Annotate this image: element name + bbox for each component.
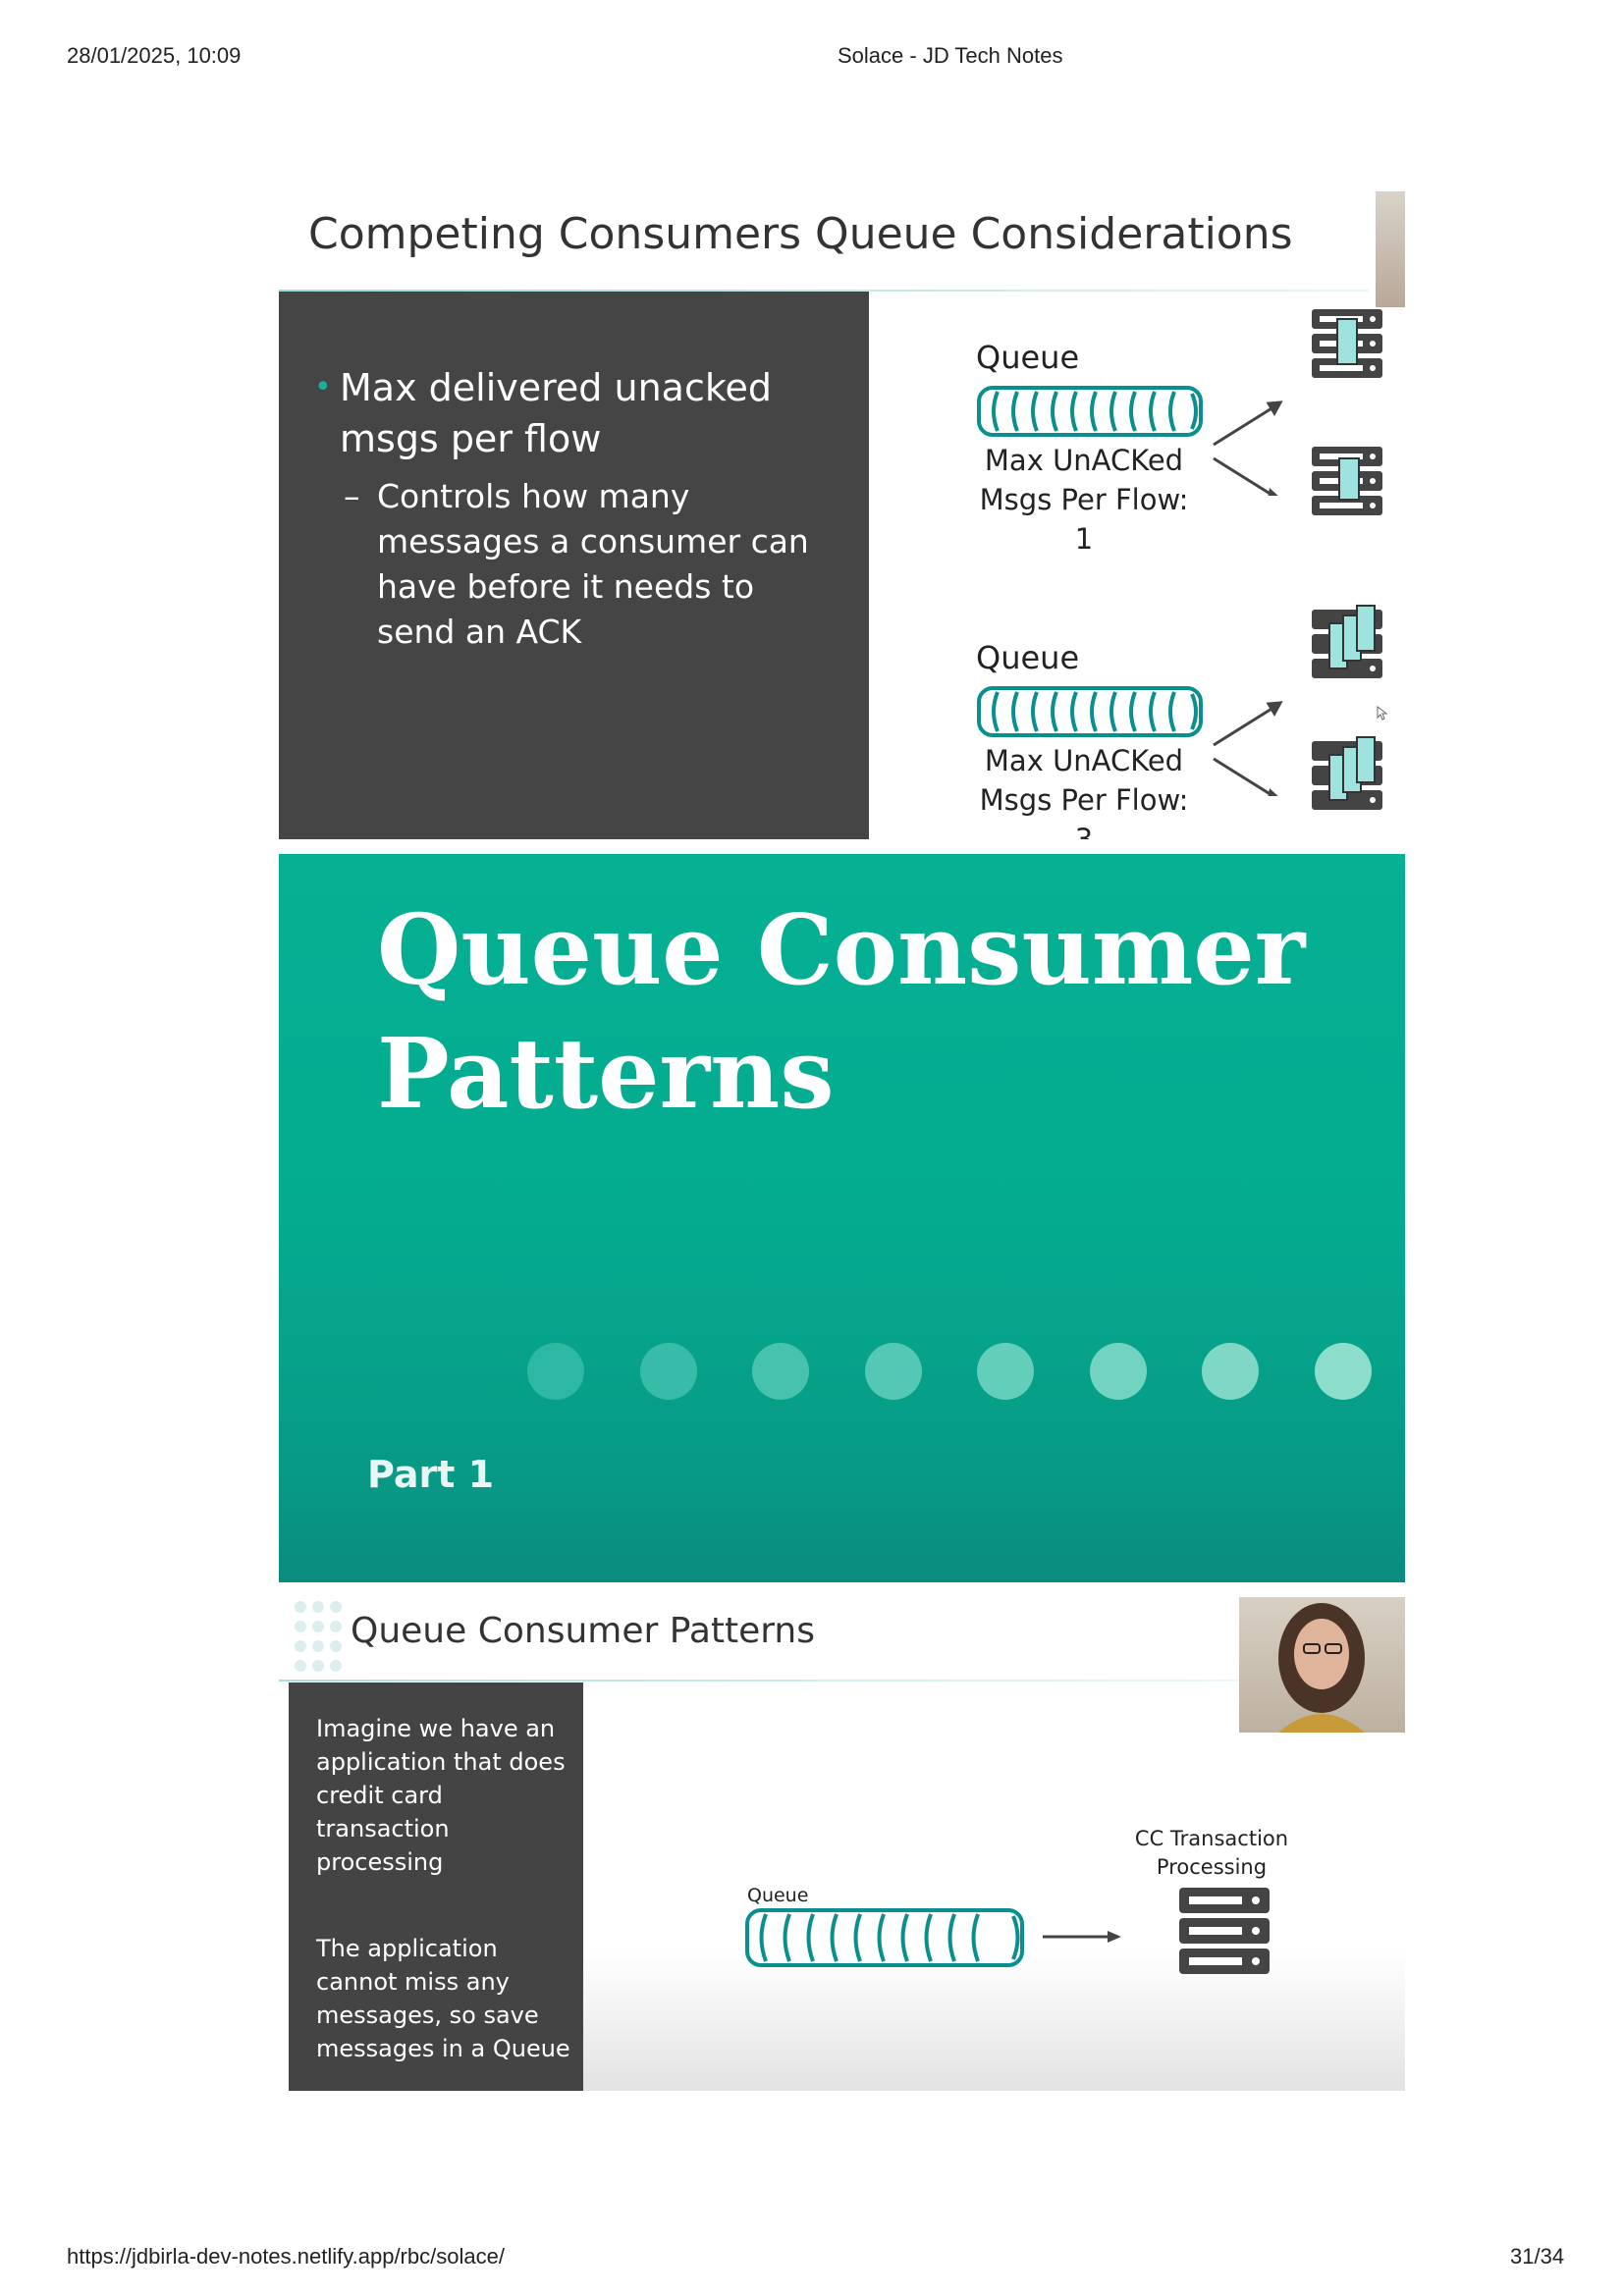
queue-label-bottom: Queue (976, 639, 1080, 676)
queue-diagram-bottom (977, 686, 1203, 737)
decor-circle-3 (752, 1343, 809, 1400)
slide-title: Competing Consumers Queue Considerations (308, 209, 1293, 259)
print-page-title: Solace - JD Tech Notes (838, 43, 1063, 68)
slide-competing-consumers: Competing Consumers Queue Considerations… (279, 191, 1405, 839)
caption-bottom-line1: Max UnACKed (984, 744, 1184, 777)
text-panel: Imagine we have an application that does… (289, 1682, 583, 2091)
dash-icon: – (344, 477, 360, 515)
bullet-main: • Max delivered unacked msgs per flow (314, 362, 850, 464)
decor-circle-1 (527, 1343, 584, 1400)
section-title-line2: Patterns (377, 1018, 835, 1131)
decor-circle-4 (865, 1343, 922, 1400)
arrow-icon (1043, 1931, 1121, 1943)
print-page-number: 31/34 (1510, 2244, 1565, 2269)
queue-diagram-top (977, 386, 1203, 437)
queue-label: Queue (747, 1885, 809, 1906)
caption-bottom-line2: Msgs Per Flow: (979, 783, 1189, 817)
bullet-sub: – Controls how many messages a consumer … (344, 474, 839, 655)
text-panel: • Max delivered unacked msgs per flow – … (279, 292, 869, 839)
caption-top-value: 1 (1074, 522, 1094, 556)
print-url[interactable]: https://jdbirla-dev-notes.netlify.app/rb… (67, 2244, 505, 2269)
caption-bottom: Max UnACKed Msgs Per Flow: 3 (966, 741, 1202, 839)
caption-top-line2: Msgs Per Flow: (979, 483, 1189, 516)
server-icon-top1 (1312, 309, 1382, 378)
server-label-line2: Processing (1156, 1855, 1268, 1879)
cursor-icon (1377, 706, 1388, 721)
slide-title: Queue Consumer Patterns (351, 1611, 815, 1651)
server-icon-top2 (1312, 447, 1382, 515)
presenter-photo-edge (1376, 191, 1405, 307)
panel-paragraph-2: The application cannot miss any messages… (316, 1935, 570, 2062)
slide-section-title: Queue Consumer Patterns Part 1 (279, 854, 1405, 1582)
arrows-bottom (1213, 701, 1283, 796)
bullet-sub-text: Controls how many messages a consumer ca… (377, 477, 809, 651)
server-label: CC Transaction Processing (1123, 1825, 1300, 1882)
section-title: Queue Consumer Patterns (377, 889, 1305, 1137)
print-datetime: 28/01/2025, 10:09 (67, 43, 242, 68)
dots-decoration-icon (295, 1601, 342, 1672)
caption-top: Max UnACKed Msgs Per Flow: 1 (966, 441, 1202, 559)
decor-circle-5 (977, 1343, 1034, 1400)
queue-label-top: Queue (976, 339, 1080, 376)
bullet-main-text: Max delivered unacked msgs per flow (340, 366, 772, 460)
panel-paragraph-1: Imagine we have an application that does… (316, 1715, 566, 1876)
caption-top-line1: Max UnACKed (984, 444, 1184, 477)
bottom-fade (583, 1950, 1405, 2091)
server-label-line1: CC Transaction (1134, 1827, 1289, 1850)
section-subtitle: Part 1 (367, 1453, 495, 1496)
bullet-dot-icon: • (314, 370, 332, 404)
decor-circle-7 (1202, 1343, 1259, 1400)
decor-circle-8 (1315, 1343, 1372, 1400)
arrows-top (1213, 400, 1283, 496)
title-underline (279, 1680, 1241, 1682)
title-underline (279, 290, 1369, 292)
caption-bottom-value: 3 (1074, 823, 1094, 839)
server-icon-bottom1 (1312, 605, 1382, 678)
section-title-line1: Queue Consumer (377, 894, 1306, 1007)
presenter-illustration (1278, 1603, 1365, 1733)
decor-circle-6 (1090, 1343, 1147, 1400)
server-icon-bottom2 (1312, 736, 1382, 810)
server-icon (1179, 1888, 1270, 1974)
queue-diagram (745, 1908, 1024, 1967)
presenter-photo (1239, 1597, 1405, 1733)
decor-circle-2 (640, 1343, 697, 1400)
slide-queue-consumer-patterns: Queue Consumer Patterns Imagine we have … (279, 1597, 1405, 2091)
